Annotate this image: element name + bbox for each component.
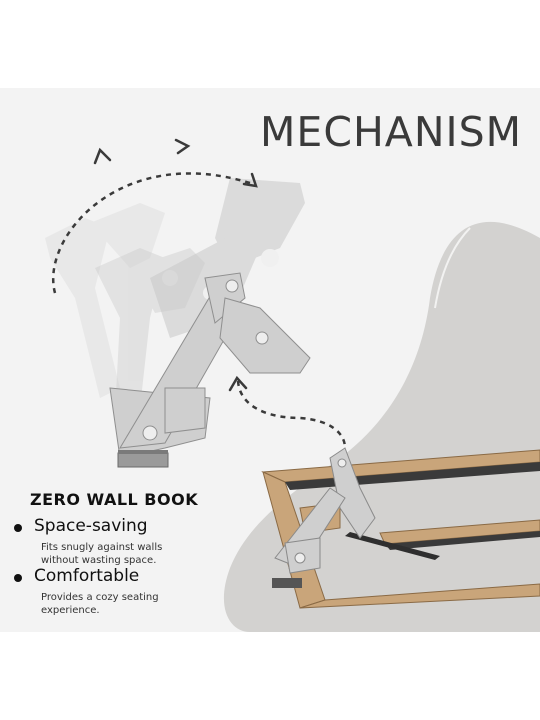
ghost-arm-1: [45, 203, 165, 398]
feature-description-line: experience.: [41, 605, 100, 616]
feature-description: Fits snugly against walls without wastin…: [41, 541, 201, 567]
feature-description-line: without wasting space.: [41, 555, 157, 566]
product-name: ZERO WALL BOOK: [30, 490, 199, 509]
dashed-curved-arrow-icon: [236, 380, 347, 449]
product-panel: MECHANISM: [0, 88, 540, 632]
mechanism-base-plate: [117, 452, 169, 468]
feature-description-line: Provides a cozy seating: [41, 592, 159, 603]
mechanism-illustration: [45, 138, 540, 632]
dashed-curved-arrow-icon: [52, 172, 251, 294]
bullet-icon: [14, 574, 22, 582]
feature-title: Comfortable: [34, 566, 140, 586]
bed-mechanism: [274, 447, 376, 574]
page-title: MECHANISM: [260, 108, 522, 156]
feature-description-line: Fits snugly against walls: [41, 542, 163, 553]
main-mechanism: [109, 272, 311, 459]
bullet-icon: [14, 524, 22, 532]
background-blob: [223, 221, 540, 632]
feature-title: Space-saving: [34, 516, 148, 536]
feature-description: Provides a cozy seating experience.: [41, 591, 201, 617]
